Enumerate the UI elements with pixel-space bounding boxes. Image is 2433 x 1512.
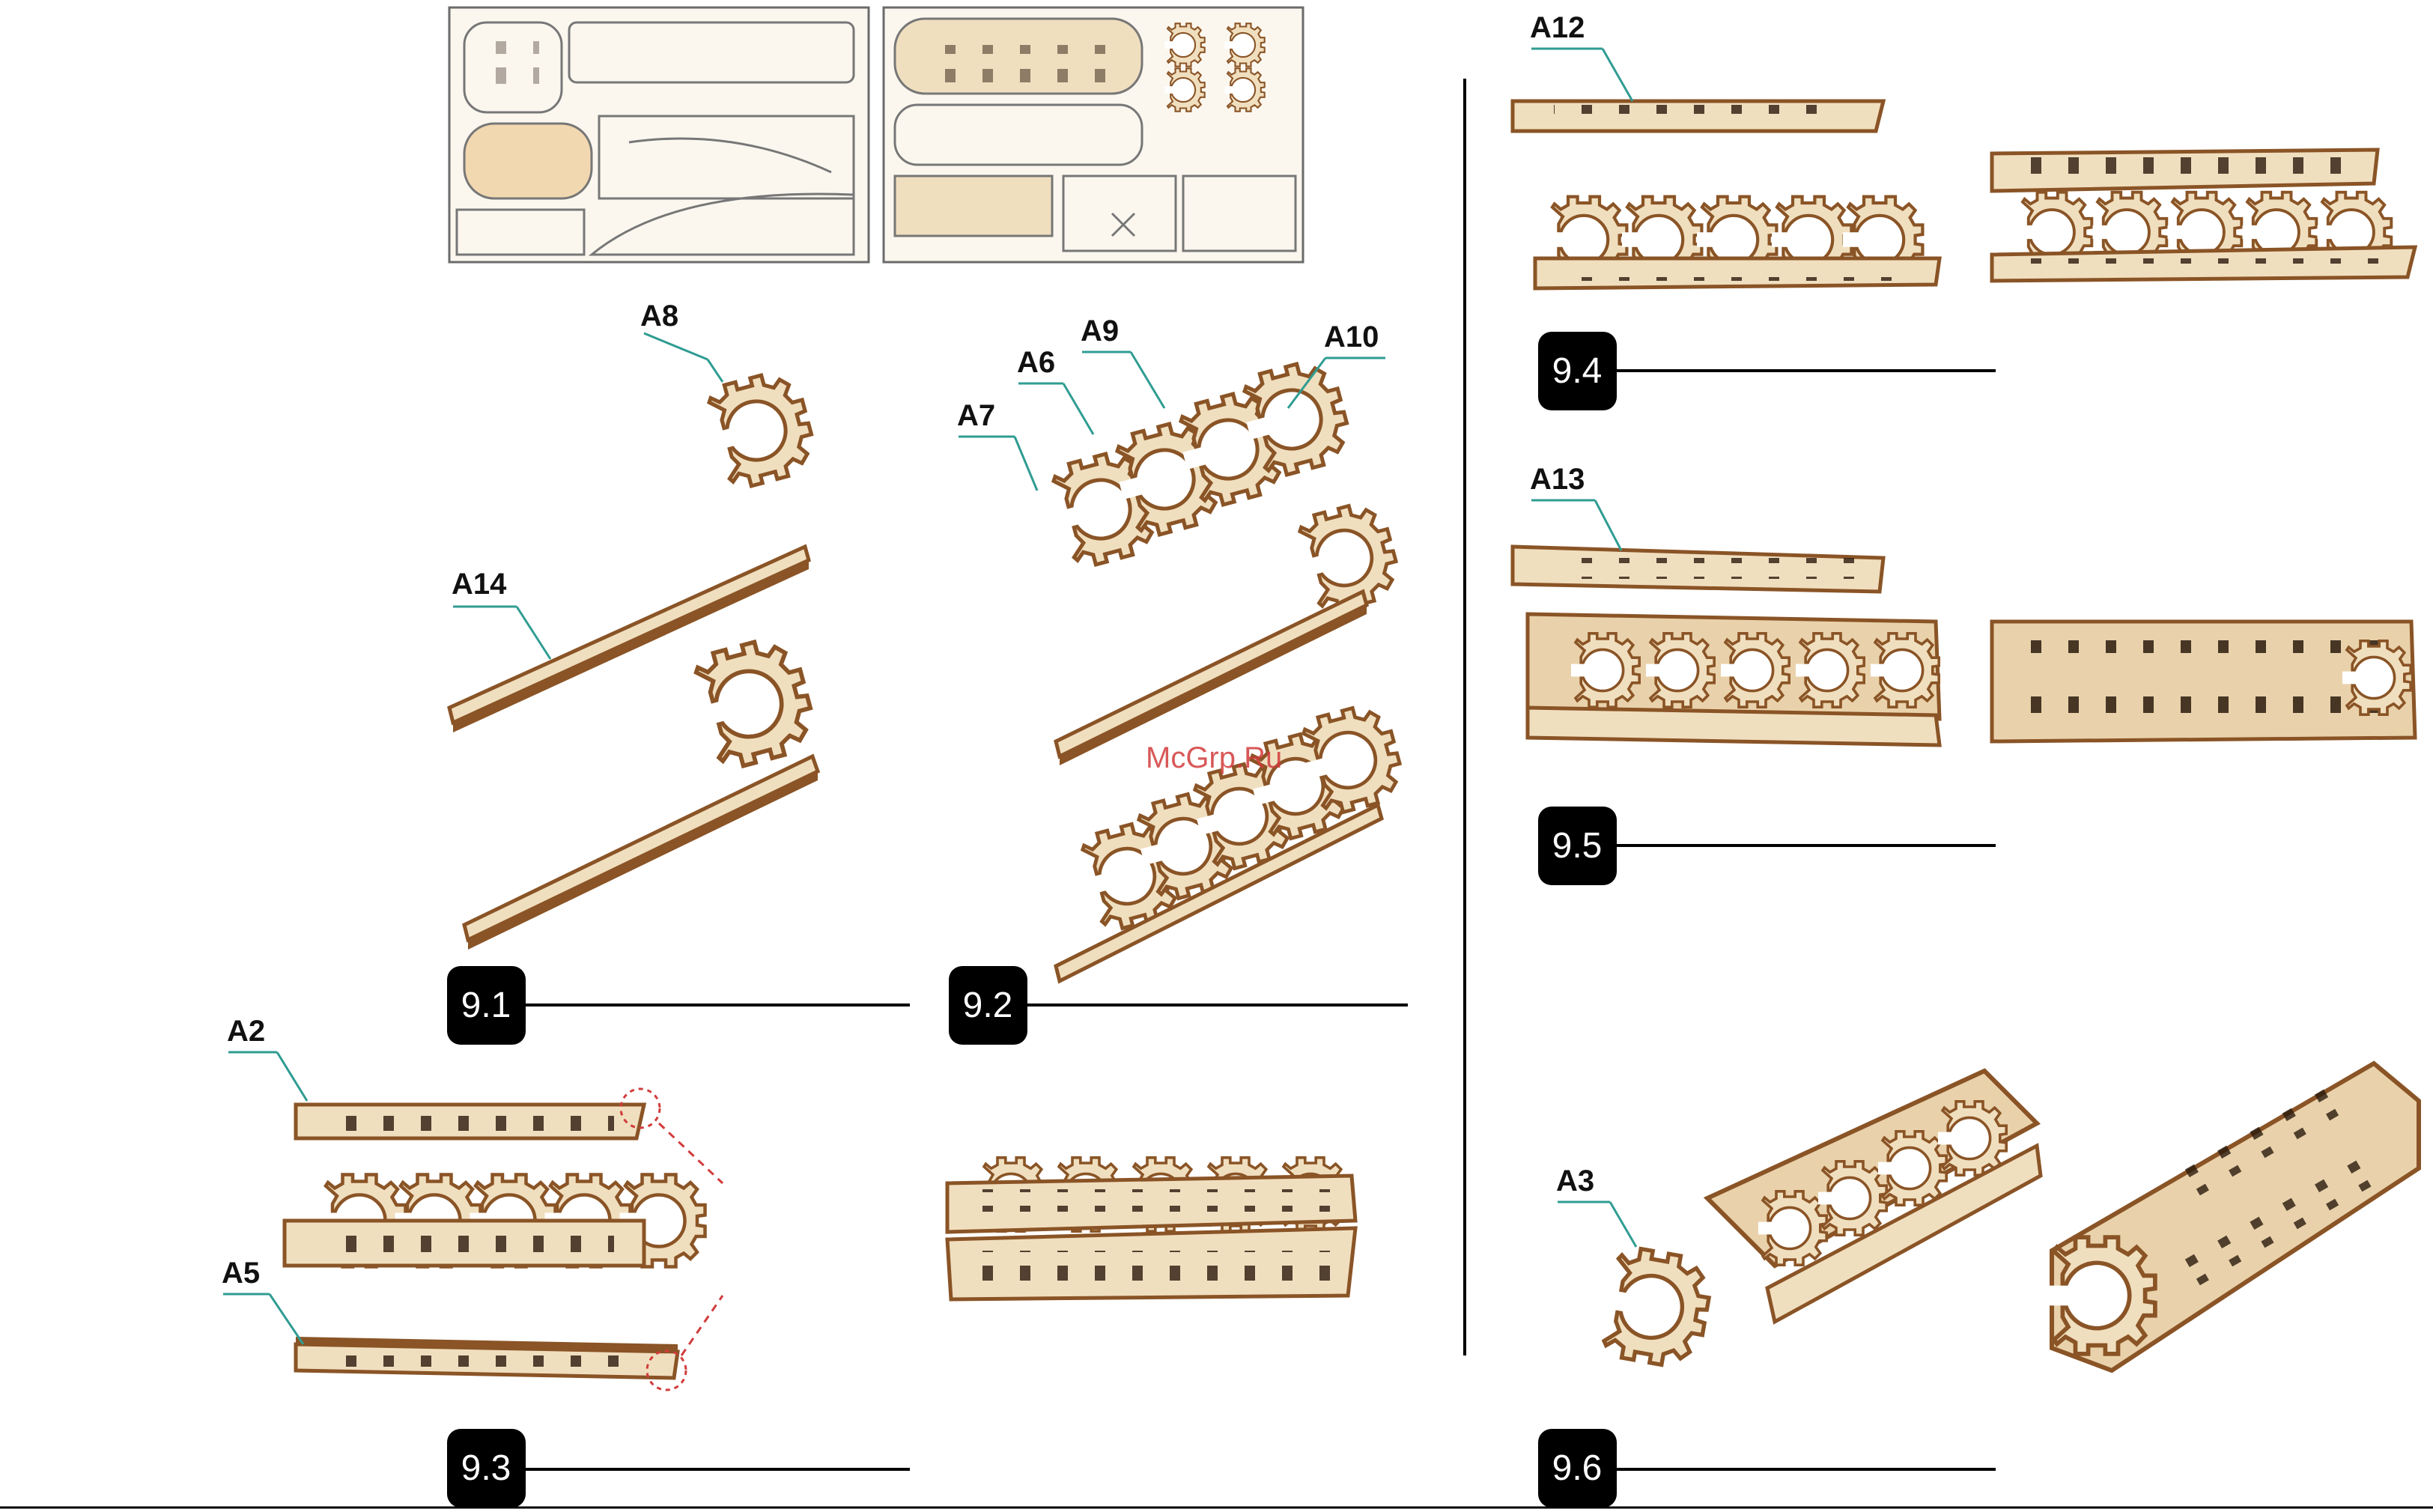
- step-9-6-illustration: [1595, 1063, 2419, 1370]
- watermark: McGrp.Ru: [1146, 741, 1282, 774]
- label-a10: A10: [1324, 321, 1379, 353]
- svg-text:9.5: 9.5: [1552, 826, 1603, 866]
- label-a3: A3: [1556, 1165, 1594, 1197]
- ring-a8: [699, 367, 820, 493]
- label-a6: A6: [1017, 346, 1055, 379]
- step-9-5-illustration: [1513, 547, 2415, 745]
- step-badge-9-5: 9.5: [1538, 807, 1996, 885]
- sheet-thumbnail-right: [884, 7, 1303, 262]
- step-9-3-illustration: [285, 1089, 1355, 1390]
- step-9-1-illustration: [449, 367, 820, 950]
- step-badge-9-2: 9.2: [949, 966, 1408, 1045]
- svg-text:9.1: 9.1: [461, 986, 511, 1025]
- step-9-4-illustration: [1513, 101, 2415, 288]
- label-a2: A2: [227, 1015, 265, 1048]
- label-a9: A9: [1081, 315, 1119, 347]
- label-a14: A14: [452, 568, 507, 601]
- label-a12: A12: [1530, 11, 1585, 44]
- step-9-2-illustration: [1044, 356, 1408, 981]
- ring-a3: [1595, 1244, 1715, 1370]
- svg-text:9.2: 9.2: [963, 986, 1013, 1025]
- ring-on-a14: [686, 633, 821, 774]
- sheet-thumbnail-left: [449, 7, 869, 262]
- svg-text:9.6: 9.6: [1552, 1448, 1603, 1488]
- label-a13: A13: [1530, 463, 1585, 496]
- label-a7: A7: [957, 399, 995, 432]
- step-badge-9-3: 9.3: [447, 1429, 910, 1508]
- step-badge-9-1: 9.1: [447, 966, 910, 1045]
- label-a5: A5: [222, 1257, 260, 1290]
- svg-text:9.4: 9.4: [1552, 351, 1603, 391]
- svg-text:9.3: 9.3: [461, 1448, 511, 1488]
- step-badge-9-4: 9.4: [1538, 332, 1996, 410]
- step-badge-9-6: 9.6: [1538, 1429, 1996, 1508]
- label-a8: A8: [640, 300, 678, 333]
